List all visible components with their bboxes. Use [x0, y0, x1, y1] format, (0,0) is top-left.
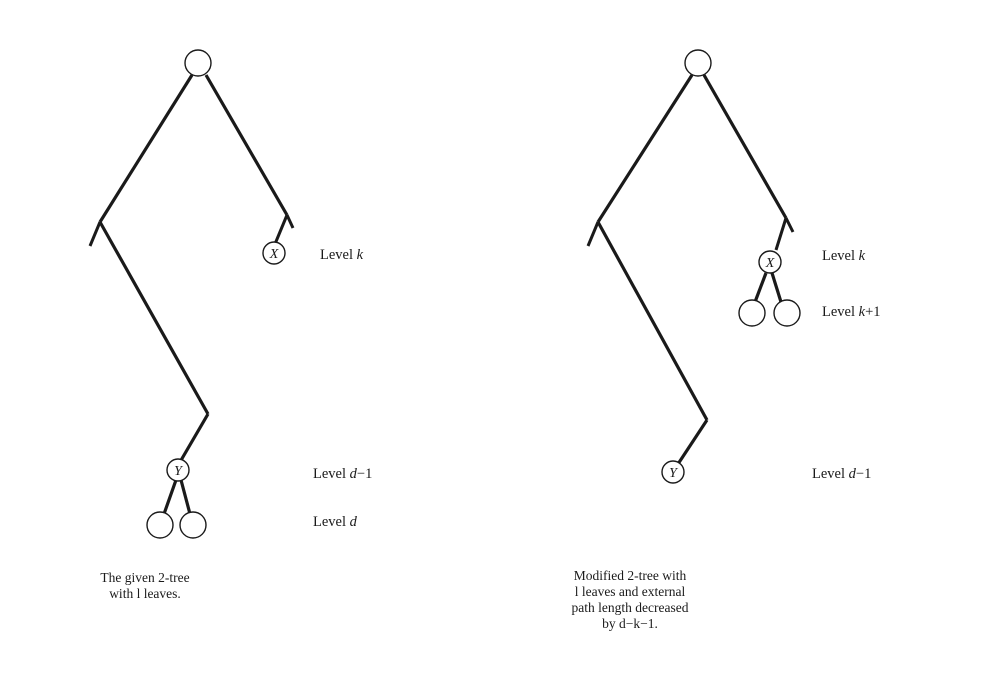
left-tree-leaf-right [179, 511, 207, 539]
right-tree-stub-left [586, 221, 600, 247]
left-caption-line: with l leaves. [109, 586, 181, 601]
left-tree-root-node [184, 49, 212, 77]
left-tree-edge-left-down [98, 221, 210, 415]
right-tree-leaf-left [738, 299, 766, 327]
right-tree-edge-x-leaf-right [770, 272, 783, 303]
right-caption-line: Modified 2-tree with [573, 568, 687, 583]
left-tree-stub-right-a [285, 214, 295, 229]
right-tree-edge-x-leaf-left [753, 272, 768, 303]
left-tree-node-x [262, 241, 286, 265]
left-tree: X Y Level k Level d−1 Level d [88, 49, 372, 539]
left-tree-node-y-label: Y [174, 464, 184, 479]
right-tree-node-y-label: Y [669, 466, 679, 481]
left-tree-node-x-label: X [269, 247, 279, 262]
right-level-k-label: Level k [822, 248, 866, 264]
right-tree-edge-root-left [596, 74, 694, 223]
right-level-k-plus-1-label: Level k+1 [822, 304, 881, 320]
right-tree-edge-to-y [676, 419, 709, 465]
left-tree-edge-to-y [178, 413, 210, 463]
left-tree-edge-root-right [204, 74, 289, 216]
left-tree-edge-y-leaf-left [162, 479, 178, 515]
left-caption-line: The given 2-tree [100, 570, 190, 585]
right-tree-node-y [661, 460, 685, 484]
left-tree-edge-y-leaf-right [179, 479, 192, 515]
right-tree-node-x-label: X [765, 256, 775, 271]
left-tree-leaf-left [146, 511, 174, 539]
right-tree-node-x [758, 250, 782, 274]
right-tree-stub-right-a [784, 217, 795, 233]
right-caption-line: path length decreased [571, 600, 689, 615]
right-tree-root-node [684, 49, 712, 77]
left-level-k-label: Level k [320, 247, 364, 263]
right-level-d-minus-1-label: Level d−1 [812, 466, 871, 482]
right-tree-edge-left-down [596, 221, 709, 421]
left-tree-stub-right-b [273, 214, 289, 245]
right-tree-leaf-right [773, 299, 801, 327]
left-tree-caption: The given 2-tree with l leaves. [60, 570, 230, 602]
left-tree-edge-root-left [98, 74, 194, 223]
right-tree: X Y Level k Level k+1 Level d−1 [586, 49, 881, 484]
right-tree-stub-right-b [774, 217, 788, 251]
right-tree-caption: Modified 2-tree with l leaves and extern… [540, 568, 720, 632]
left-tree-stub-left [88, 221, 102, 247]
left-level-d-minus-1-label: Level d−1 [313, 466, 372, 482]
right-caption-line: l leaves and external [574, 584, 686, 599]
right-tree-edge-root-right [702, 74, 788, 219]
right-caption-line: by d−k−1. [602, 616, 658, 631]
left-tree-node-y [166, 458, 190, 482]
left-level-d-label: Level d [313, 514, 358, 530]
